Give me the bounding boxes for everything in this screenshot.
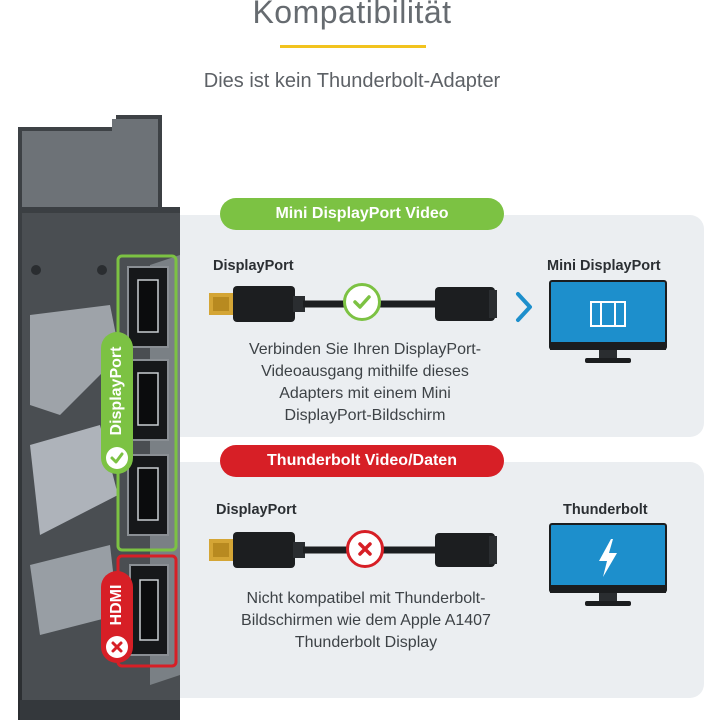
- monitor-thunderbolt: [549, 523, 667, 606]
- source-label-displayport: DisplayPort: [213, 258, 294, 274]
- monitor-mini-displayport: [549, 280, 667, 363]
- shroud-part: [30, 545, 118, 635]
- mdp-socket-body: [435, 287, 495, 321]
- target-label-thunderbolt: Thunderbolt: [563, 502, 648, 518]
- graphics-card-illustration: [18, 115, 180, 720]
- pill-thunderbolt-video-daten: Thunderbolt Video/Daten: [220, 445, 504, 477]
- bracket-top: [22, 119, 158, 207]
- displayport-ports: [127, 266, 169, 536]
- screw: [97, 265, 107, 275]
- target-label-mini-displayport: Mini DisplayPort: [547, 258, 661, 274]
- x-icon: [346, 530, 384, 568]
- check-icon: [343, 283, 381, 321]
- hdmi-badge-x-icon: [106, 636, 128, 658]
- hdmi-port: [129, 564, 169, 656]
- hdmi-badge-label: HDMI: [108, 584, 125, 626]
- displayport-badge-check-icon: [106, 447, 128, 469]
- shroud-part: [30, 425, 118, 535]
- display-icon: [590, 301, 626, 327]
- description-incompatible: Nicht kompatibel mit Thunderbolt- Bildsc…: [241, 590, 491, 651]
- screw: [31, 265, 41, 275]
- displayport-badge-label: DisplayPort: [108, 346, 125, 436]
- shroud-part: [30, 305, 120, 415]
- dp-plug-body: [233, 286, 295, 322]
- source-label-displayport-2: DisplayPort: [216, 502, 297, 518]
- chevron-right-icon: [516, 292, 532, 322]
- page-subtitle: Dies ist kein Thunderbolt-Adapter: [203, 70, 501, 92]
- thunderbolt-icon: [599, 539, 617, 577]
- title-underline: [280, 45, 426, 48]
- pill-mini-displayport-video: Mini DisplayPort Video: [220, 198, 504, 230]
- description-compatible: Verbinden Sie Ihren DisplayPort- Videoau…: [248, 341, 482, 424]
- bracket-bottom: [20, 700, 180, 720]
- page-title: Kompatibilität: [252, 0, 452, 30]
